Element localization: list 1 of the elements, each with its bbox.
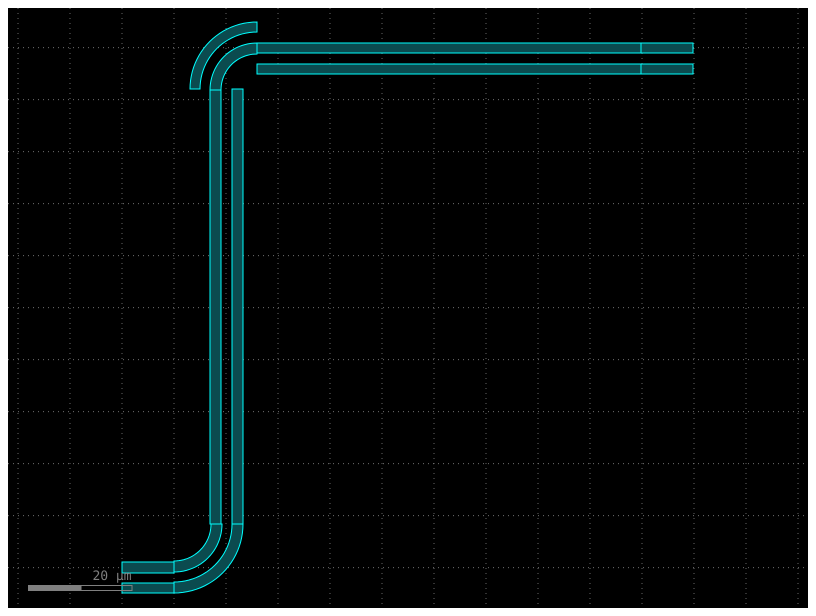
scale-label: 20 µm [93,570,131,583]
